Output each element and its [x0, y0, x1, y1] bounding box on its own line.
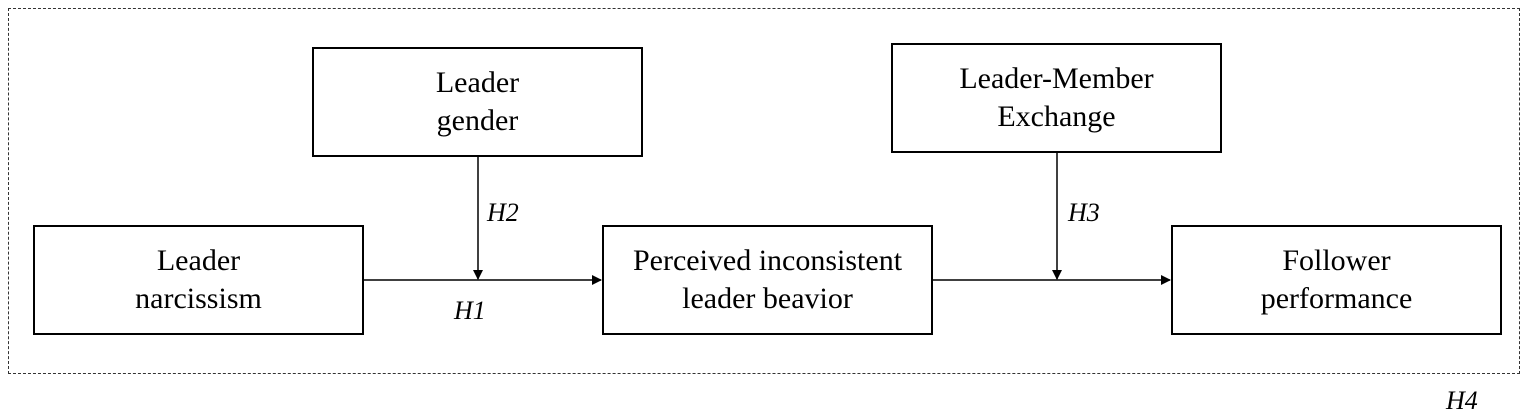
leader-narcissism-box: Leader narcissism	[33, 225, 364, 335]
follower-performance-line1: Follower	[1282, 244, 1391, 277]
leader-gender-box: Leader gender	[312, 47, 643, 157]
lmx-line2: Exchange	[997, 100, 1116, 133]
inconsistent-behavior-line2: leader beavior	[682, 282, 853, 315]
follower-performance-line2: performance	[1260, 282, 1413, 315]
hypothesis-h4-label: H4	[1446, 386, 1478, 415]
hypothesis-h2-label: H2	[487, 198, 519, 227]
hypothesis-h1-label: H1	[454, 296, 486, 325]
lmx-box: Leader-Member Exchange	[891, 43, 1222, 153]
lmx-line1: Leader-Member	[959, 62, 1154, 95]
mediation-frame	[8, 8, 1520, 374]
hypothesis-h3-label: H3	[1068, 198, 1100, 227]
leader-gender-line2: gender	[436, 104, 519, 137]
leader-gender-line1: Leader	[435, 66, 520, 99]
follower-performance-box: Follower performance	[1171, 225, 1502, 335]
inconsistent-behavior-box: Perceived inconsistent leader beavior	[602, 225, 933, 335]
leader-narcissism-line2: narcissism	[135, 282, 262, 315]
leader-narcissism-line1: Leader	[156, 244, 241, 277]
inconsistent-behavior-line1: Perceived inconsistent	[632, 244, 903, 277]
